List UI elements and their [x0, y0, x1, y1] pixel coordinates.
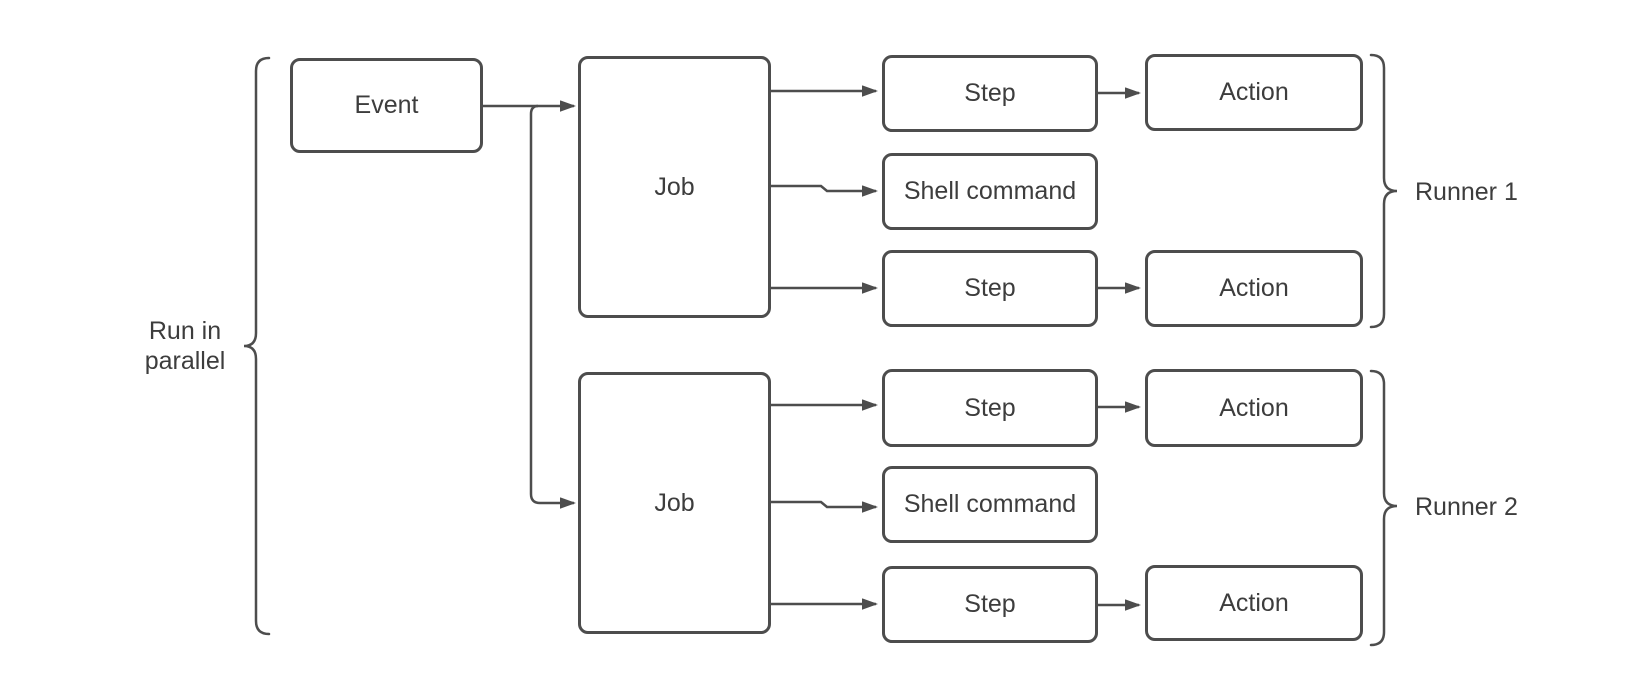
step-2a-node: Step — [882, 369, 1098, 447]
right-brace-runner-2 — [1369, 369, 1398, 647]
runner-2-label: Runner 2 — [1415, 493, 1518, 521]
action-1a-node: Action — [1145, 54, 1363, 131]
step-1a-node: Step — [882, 55, 1098, 132]
step-2b-node: Step — [882, 566, 1098, 643]
shell-command-1-node: Shell command — [882, 153, 1098, 230]
arrow-job1-to-shell1 — [771, 184, 876, 191]
arrow-event-to-job2 — [529, 104, 574, 503]
right-brace-runner-1 — [1369, 53, 1398, 329]
action-2b-node: Action — [1145, 565, 1363, 641]
job-2-node: Job — [578, 372, 771, 634]
left-brace-run-in-parallel — [243, 56, 271, 636]
job-1-node: Job — [578, 56, 771, 318]
action-1b-node: Action — [1145, 250, 1363, 327]
step-1b-node: Step — [882, 250, 1098, 327]
action-2a-node: Action — [1145, 369, 1363, 447]
runner-1-label: Runner 1 — [1415, 178, 1518, 206]
shell-command-2-node: Shell command — [882, 466, 1098, 543]
arrow-job2-to-shell2 — [771, 500, 876, 507]
run-in-parallel-label: Run in parallel — [144, 317, 226, 375]
event-node: Event — [290, 58, 483, 153]
